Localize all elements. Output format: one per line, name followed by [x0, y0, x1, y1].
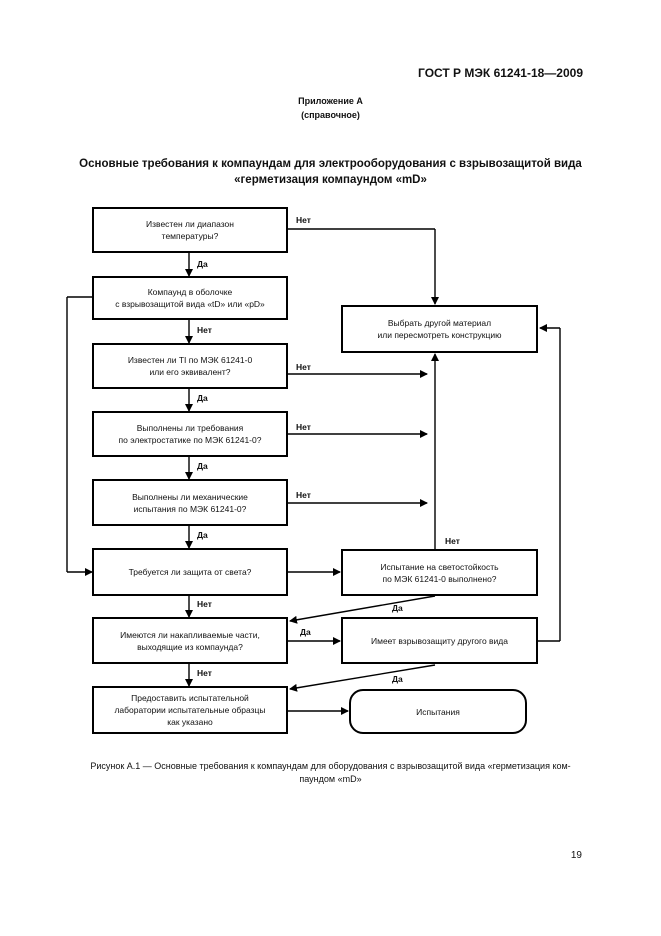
caption-line1: Рисунок А.1 — Основные требования к комп… [90, 761, 571, 771]
line: Выбрать другой материал [387, 318, 492, 328]
label-yes-lighttest: Да [392, 603, 403, 613]
line: Выполнены ли механические [132, 491, 248, 502]
label-no-mechanical: Нет [296, 490, 311, 500]
line: Имеются ли накапливаемые части, [120, 629, 260, 640]
line: как указано [167, 717, 213, 727]
line: по электростатике по МЭК 61241-0? [118, 435, 262, 445]
appendix-title: Приложение А [298, 96, 363, 106]
result-tests: Испытания [349, 689, 527, 734]
line: Испытание на светостойкость [380, 561, 499, 572]
label-yes-mechanical: Да [197, 530, 208, 540]
figure-caption: Рисунок А.1 — Основные требования к комп… [38, 760, 623, 786]
line: Компаунд в оболочке [147, 287, 233, 297]
label-no-electrostatics: Нет [296, 422, 311, 432]
line: по МЭК 61241-0 выполнено? [382, 573, 497, 584]
line: или его эквивалент? [149, 367, 231, 377]
page-number: 19 [570, 850, 582, 861]
line: Требуется ли защита от света? [128, 567, 252, 577]
question-temperature-range: Известен ли диапазон температуры? [92, 207, 288, 253]
result-choose-other-material: Выбрать другой материал или пересмотреть … [341, 305, 538, 353]
label-yes-parts: Да [300, 627, 311, 637]
line: Имеет взрывозащиту другого вида [371, 635, 508, 646]
line: с взрывозащитой вида «tD» или «pD» [115, 299, 265, 309]
label-no-light: Нет [197, 599, 212, 609]
line: лаборатории испытательные образцы [114, 705, 266, 715]
question-compound-in-enclosure: Компаунд в оболочке с взрывозащитой вида … [92, 276, 288, 320]
figure-title-line2: «герметизация компаундом «mD» [234, 174, 427, 186]
result-other-protection: Имеет взрывозащиту другого вида [341, 617, 538, 664]
question-ti-known: Известен ли TI по МЭК 61241-0 или его экв… [92, 343, 288, 389]
line: испытания по МЭК 61241-0? [133, 503, 247, 514]
line: выходящие из компаунда? [137, 641, 243, 652]
figure-title: Основные требования к компаундам для эле… [60, 156, 601, 188]
line: Известен ли TI по МЭК 61241-0 [127, 355, 253, 365]
label-yes-otherprot: Да [392, 674, 403, 684]
line: температуры? [161, 231, 219, 241]
caption-line2: паундом «mD» [299, 774, 362, 784]
label-no-temperature: Нет [296, 215, 311, 225]
line: Выполнены ли требования [136, 423, 244, 433]
label-yes-ti: Да [197, 393, 208, 403]
appendix-subtitle: (справочное) [301, 110, 360, 120]
standard-header: ГОСТ Р МЭК 61241-18—2009 [418, 66, 583, 80]
line: или пересмотреть конструкцию [377, 330, 502, 340]
label-yes-electrostatics: Да [197, 461, 208, 471]
step-provide-samples: Предоставить испытательной лаборатории ис… [92, 686, 288, 734]
question-accumulating-parts: Имеются ли накапливаемые части,выходящие… [92, 617, 288, 664]
appendix-heading: Приложение А (справочное) [0, 94, 661, 122]
label-no-lighttest: Нет [445, 536, 460, 546]
question-light-protection: Требуется ли защита от света? [92, 548, 288, 596]
label-no-enclosure: Нет [197, 325, 212, 335]
figure-title-line1: Основные требования к компаундам для эле… [79, 158, 582, 170]
label-no-parts: Нет [197, 668, 212, 678]
line: Испытания [416, 706, 460, 717]
label-no-ti: Нет [296, 362, 311, 372]
question-electrostatics: Выполнены ли требования по электростатике… [92, 411, 288, 457]
line: Предоставить испытательной [131, 693, 249, 703]
line: Известен ли диапазон [146, 219, 234, 229]
label-yes-temperature: Да [197, 259, 208, 269]
